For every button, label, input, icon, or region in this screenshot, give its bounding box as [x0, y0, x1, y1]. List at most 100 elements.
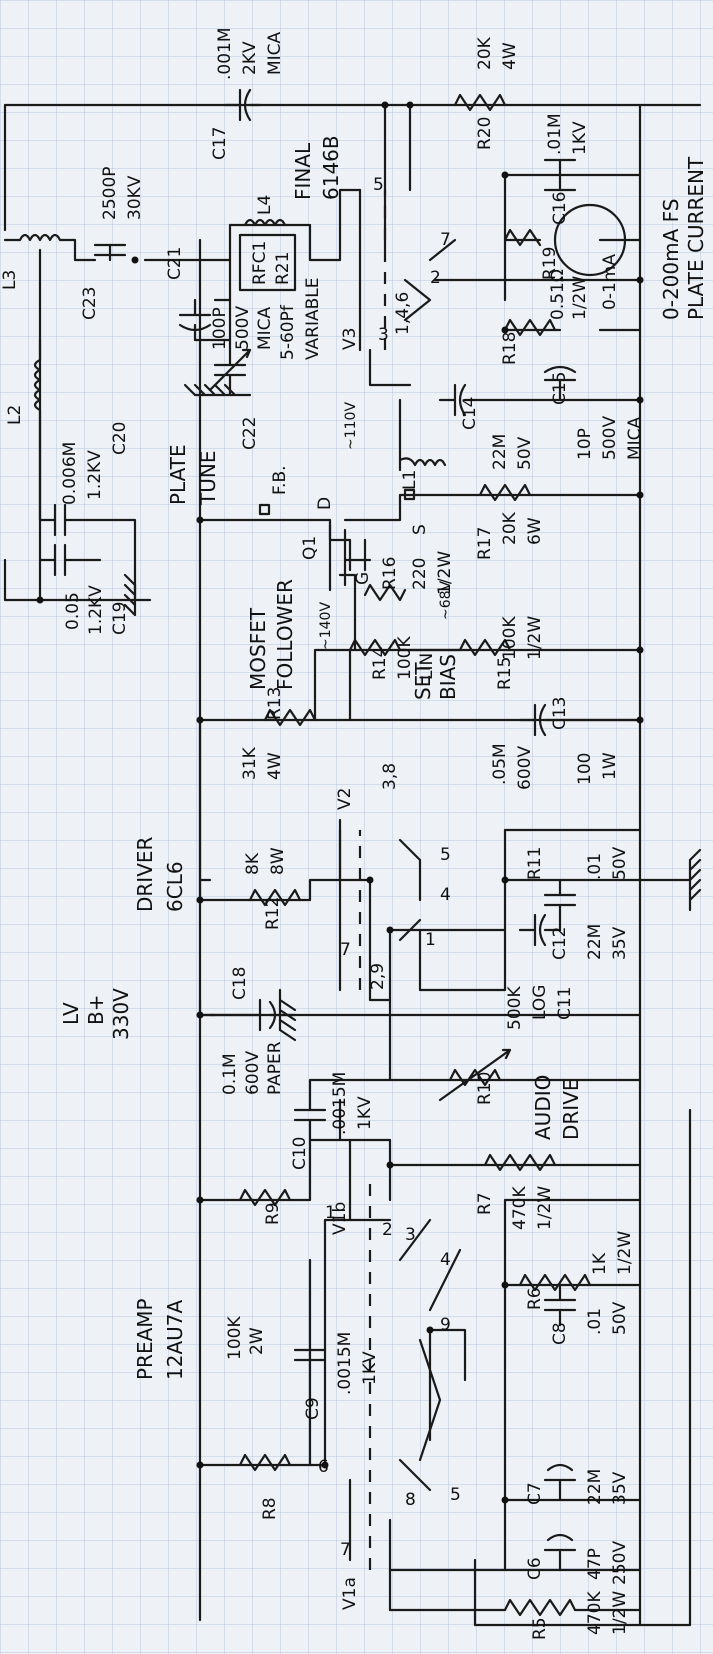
r10-value: 500K: [505, 986, 525, 1030]
fb-marker: [258, 503, 271, 516]
r16-resistor: [363, 583, 407, 602]
r14-name: R14: [370, 647, 390, 680]
r14-potentiometer: [348, 638, 462, 657]
v2-pin-4: 4: [440, 885, 451, 905]
c16-name: C16: [550, 191, 570, 225]
c10-capacitor: [293, 1078, 392, 1142]
pin-5: 5: [450, 1485, 461, 1505]
c20-rating: 1.2KV: [85, 450, 105, 500]
c6-name: C6: [525, 1557, 545, 1580]
r12-value: 8K: [243, 852, 263, 875]
r9-resistor: [238, 1188, 292, 1207]
r5-resistor: [388, 1598, 642, 1617]
r100-rating: 1W: [600, 752, 620, 780]
l4-rfc: RFC1: [250, 241, 270, 285]
c13-value: .05M: [490, 743, 510, 785]
r8-name: R8: [260, 1497, 280, 1520]
c22-name: C22: [240, 416, 260, 450]
ground-symbol-c20: [123, 573, 152, 617]
pin-9: 9: [440, 1315, 451, 1335]
r17-rating: 6W: [525, 517, 545, 545]
r5-rating: 1/2W: [610, 1591, 630, 1635]
r18-value: 0.51Ω: [548, 269, 568, 320]
v3-label: V3: [340, 328, 360, 350]
c15-type: MICA: [625, 416, 645, 460]
c16-rating: 1KV: [570, 121, 590, 155]
v2-pin-38: 3,8: [380, 763, 400, 790]
voltage-68: ~68V: [438, 580, 454, 620]
meter-line2: PLATE CURRENT: [684, 156, 708, 320]
follower-wiring: [198, 493, 642, 722]
r17-value: 20K: [500, 511, 520, 545]
r15-rating: 1/2W: [525, 616, 545, 660]
c13-capacitor: [518, 703, 642, 737]
v1-cathodes: [348, 1138, 462, 1562]
v1b-label: V1b: [330, 1202, 350, 1235]
r10-name: R10: [475, 1072, 495, 1105]
set-bias-line2: BIAS: [436, 654, 460, 700]
c8-name: C8: [550, 1322, 570, 1345]
r100-value: 100: [575, 753, 595, 785]
c22-variable-capacitor: [208, 338, 252, 397]
r16-rating: 1/2W: [435, 551, 455, 595]
r19-name: R19: [540, 247, 560, 280]
c7-name: C7: [525, 1482, 545, 1505]
preamp-tube: 12AU7A: [163, 1300, 187, 1380]
r12-name: R12: [263, 897, 283, 930]
c21-capacitor: [178, 298, 212, 342]
c13-rating: 600V: [515, 746, 535, 790]
pin-8: 8: [405, 1490, 416, 1510]
r20-name: R20: [475, 117, 495, 150]
r7-name: R7: [475, 1192, 495, 1215]
r20-rating: 4W: [500, 42, 520, 70]
r13-resistor: [263, 708, 317, 727]
pin-4: 4: [440, 1250, 451, 1270]
c23-name: C23: [80, 286, 100, 320]
r8-resistor: [238, 1453, 292, 1472]
l4-name: L4: [255, 195, 275, 215]
c20-capacitor: [38, 503, 137, 602]
c9-capacitor: [293, 1258, 327, 1467]
l4-r21: R21: [273, 252, 293, 285]
q1-d-label: D: [315, 497, 335, 510]
c20-name: C20: [110, 421, 130, 455]
c17-rating: 2KV: [240, 41, 260, 75]
r16-value: 220: [410, 558, 430, 590]
l3-inductor: [3, 233, 97, 262]
c19-value: 0.05: [63, 592, 83, 630]
ground-rail: [473, 103, 692, 1627]
voltage-110: ~110V: [343, 402, 359, 450]
v3-electrodes: [358, 188, 457, 387]
c19-rating: 1.2KV: [86, 585, 106, 635]
c15-value: 10P: [575, 428, 595, 460]
c7-rating: 35V: [610, 1471, 630, 1505]
l1-name: L1: [400, 470, 420, 490]
c7-value: 22M: [585, 1469, 605, 1505]
v2-electrodes: [338, 828, 422, 992]
c12-value: 22M: [585, 924, 605, 960]
v2-pin-29: 2,9: [368, 963, 388, 990]
l1-inductor: [398, 398, 447, 472]
c17-type: MICA: [265, 31, 285, 75]
c14-name: C14: [460, 396, 480, 430]
r18-name: R18: [500, 332, 520, 365]
set-bias-line1: SET: [411, 662, 435, 700]
c22-type: VARIABLE: [303, 277, 323, 360]
r17-resistor: [478, 483, 532, 502]
r10-rating: LOG: [530, 985, 550, 1020]
r12-resistor: [248, 888, 302, 907]
r9-name: R9: [263, 1202, 283, 1225]
r13-rating: 4W: [265, 752, 285, 780]
supply-line1: LV: [59, 1002, 83, 1025]
plate-tune-line2: TUNE: [196, 451, 220, 506]
r7-value: 470K: [510, 1186, 530, 1230]
r13-value: 31K: [240, 746, 260, 780]
r14-rating: LIN: [417, 653, 437, 680]
c11-name: C11: [555, 986, 575, 1020]
r11-name: R11: [525, 847, 545, 880]
l3-name: L3: [0, 270, 20, 290]
r11-capacitor: [543, 878, 577, 932]
c10-value: .0015M: [330, 1072, 350, 1135]
c23-rating: 30KV: [125, 175, 145, 220]
